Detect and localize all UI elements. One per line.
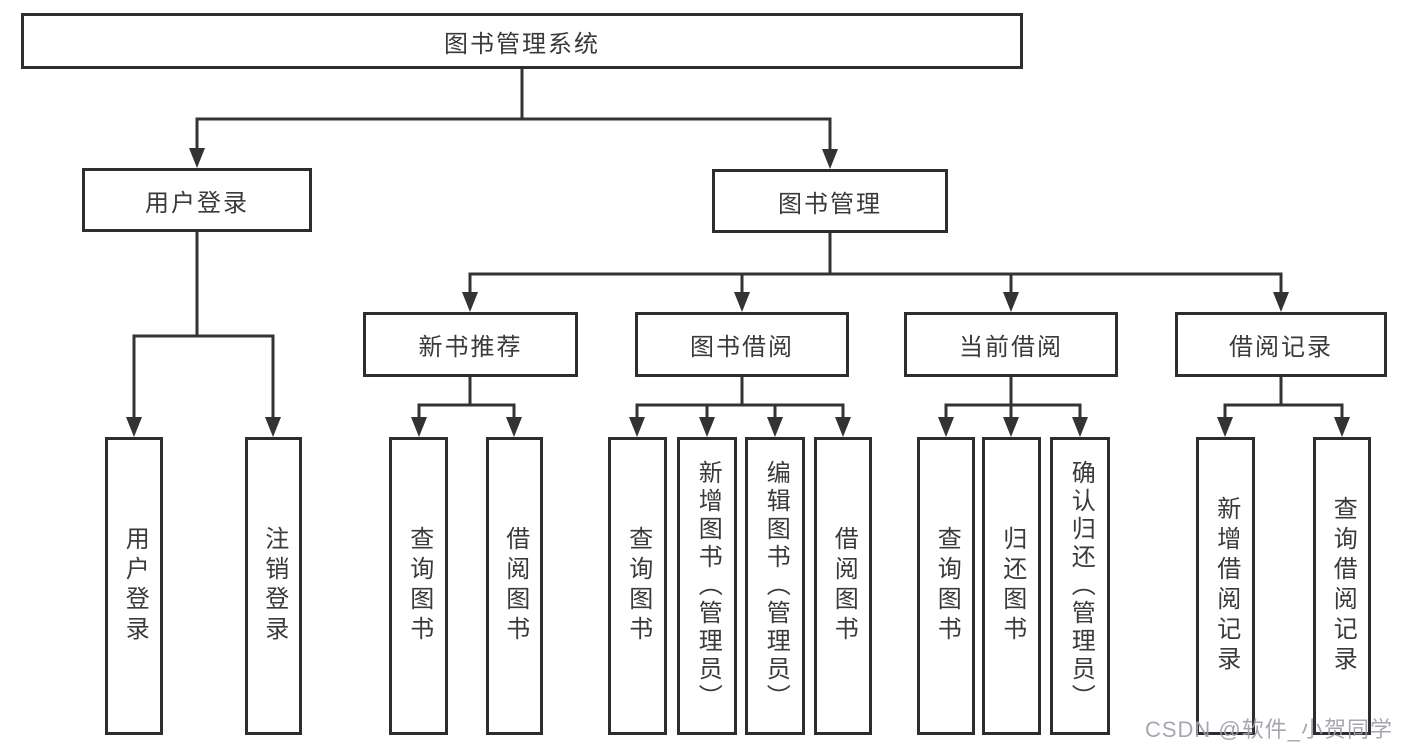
edge-currentborrow-to-leaves (944, 375, 1082, 433)
leaf-current-query-books: 查询图书 (917, 437, 975, 735)
leaf-borrow-add-books-admin: 新增图书（管理员） (677, 437, 737, 735)
edge-root-to-level2 (195, 67, 832, 165)
node-label: 查询图书 (933, 526, 961, 646)
leaf-borrow-borrow-books: 借阅图书 (814, 437, 872, 735)
arrowhead (506, 417, 522, 437)
node-label: 新增借阅记录 (1212, 496, 1240, 676)
arrowhead (189, 148, 205, 168)
arrowhead (1217, 417, 1233, 437)
node-label: 查询图书 (624, 526, 652, 646)
arrowhead (1003, 417, 1019, 437)
arrowhead (699, 417, 715, 437)
leaf-newbook-query-books: 查询图书 (389, 437, 448, 735)
edge-userlogin-to-leaves (132, 230, 275, 433)
leaf-user-login: 用户登录 (105, 437, 163, 735)
node-user-login: 用户登录 (82, 168, 312, 232)
node-label: 借阅记录 (1229, 334, 1333, 361)
arrowhead (126, 417, 142, 437)
leaf-record-query: 查询借阅记录 (1313, 437, 1371, 735)
arrowhead (835, 417, 851, 437)
node-current-borrow: 当前借阅 (904, 312, 1118, 377)
node-label: 用户登录 (121, 526, 149, 646)
arrowhead (265, 417, 281, 437)
edge-bookmgmt-to-level3 (468, 231, 1283, 308)
arrowhead (411, 417, 427, 437)
leaf-current-return-books: 归还图书 (982, 437, 1041, 735)
arrowhead (1003, 292, 1019, 312)
leaf-logout: 注销登录 (245, 437, 302, 735)
node-label: 查询图书 (405, 526, 433, 646)
edge-paths (132, 67, 1344, 433)
arrowhead (734, 292, 750, 312)
node-borrow-record: 借阅记录 (1175, 312, 1387, 377)
leaf-record-add: 新增借阅记录 (1196, 437, 1255, 735)
arrowhead (938, 417, 954, 437)
node-label: 图书管理 (778, 190, 882, 218)
arrowhead (822, 149, 838, 169)
node-new-book-recommend: 新书推荐 (363, 312, 578, 377)
leaf-current-confirm-return-admin: 确认归还（管理员） (1050, 437, 1110, 735)
edge-bookborrow-to-leaves (635, 375, 845, 433)
arrowhead (1273, 292, 1289, 312)
node-label: 新增图书（管理员） (694, 460, 722, 712)
arrowhead (767, 417, 783, 437)
node-label: 确认归还（管理员） (1067, 460, 1095, 712)
arrowhead (1334, 417, 1350, 437)
arrowhead (1072, 417, 1088, 437)
node-label: 归还图书 (998, 526, 1026, 646)
node-label: 图书借阅 (690, 334, 794, 361)
node-label: 借阅图书 (501, 526, 529, 646)
node-label: 借阅图书 (830, 526, 858, 646)
node-book-borrow: 图书借阅 (635, 312, 849, 377)
node-label: 注销登录 (260, 526, 288, 646)
node-label: 查询借阅记录 (1329, 496, 1357, 676)
node-label: 编辑图书（管理员） (762, 460, 790, 712)
arrowhead (629, 417, 645, 437)
node-label: 新书推荐 (418, 334, 523, 361)
arrowheads (126, 148, 1350, 437)
node-label: 图书管理系统 (444, 30, 600, 58)
node-label: 当前借阅 (959, 334, 1063, 361)
edge-borrowrecord-to-leaves (1223, 375, 1344, 433)
node-root-library-system: 图书管理系统 (21, 13, 1023, 69)
leaf-borrow-edit-books-admin: 编辑图书（管理员） (745, 437, 805, 735)
csdn-watermark: CSDN @软件_小贺同学 (1144, 717, 1393, 742)
arrowhead (462, 292, 478, 312)
node-book-management: 图书管理 (712, 169, 948, 233)
leaf-borrow-query-books: 查询图书 (608, 437, 667, 735)
leaf-newbook-borrow-books: 借阅图书 (486, 437, 543, 735)
node-label: 用户登录 (145, 189, 249, 217)
edge-newbook-to-leaves (417, 375, 516, 433)
